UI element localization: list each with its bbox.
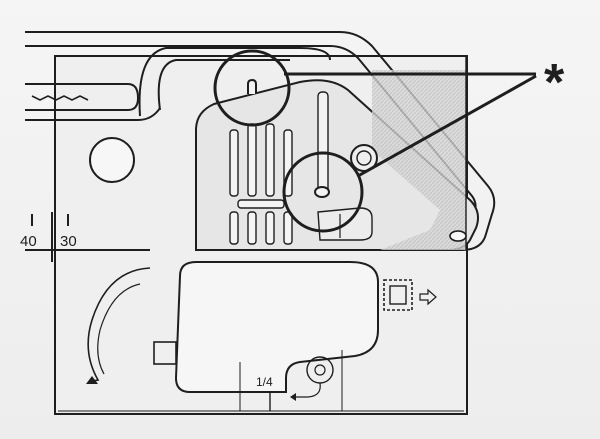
feed-dog-slot-2 <box>247 123 257 197</box>
scale-label-30: 30 <box>60 233 77 250</box>
needle-hole-slot <box>237 199 285 209</box>
release-button <box>383 279 413 311</box>
thread-arrow <box>86 376 98 384</box>
bobbin-thread-path <box>296 382 321 398</box>
feed-dog-slot-1 <box>229 129 239 197</box>
plate-end-hole <box>449 230 467 242</box>
feed-dog-slot-3 <box>265 123 275 197</box>
feed-dog-slot-6 <box>247 211 257 245</box>
top-screw <box>247 78 257 94</box>
needle-plate-shade <box>372 70 466 250</box>
arm-loop-inner <box>157 59 290 111</box>
callout-circles <box>213 49 364 233</box>
plate-side-slot <box>317 91 329 197</box>
callout-circle-top-screw <box>213 49 291 127</box>
rail-teeth-path <box>31 95 89 101</box>
feed-dog-slot-8 <box>283 211 293 245</box>
center-screw-slot <box>314 186 330 198</box>
feed-dog-slot-5 <box>229 211 239 245</box>
bobbin-area <box>86 261 437 411</box>
leader-line-center <box>357 74 537 178</box>
release-arrow <box>419 288 437 306</box>
bobbin-spool-inner <box>314 364 326 376</box>
arm-loop-outer <box>138 47 331 117</box>
quarter-mark-label: 1/4 <box>256 375 273 389</box>
rail-left-lower <box>25 107 161 121</box>
rail-outer <box>25 31 496 251</box>
bobbin-tab <box>153 341 177 365</box>
release-button-inner <box>389 285 407 305</box>
callout-circle-center-screw <box>282 151 364 233</box>
seam-scale <box>31 212 69 262</box>
plate-hole-large <box>89 137 135 183</box>
callout-star-marker: * <box>544 54 565 112</box>
plate-screw-right-inner <box>356 150 372 166</box>
scale-label-40: 40 <box>20 233 37 250</box>
rail-slot <box>25 83 140 111</box>
thread-guide-curve-inner <box>97 283 141 375</box>
highlighted-screws <box>247 78 330 198</box>
thread-guide-curve <box>87 267 151 383</box>
feed-dog-slot-7 <box>265 211 275 245</box>
leader-lines <box>284 72 537 178</box>
rail-teeth <box>31 95 89 101</box>
bobbin-thread-arrow <box>290 393 296 401</box>
bobbin-case-outline <box>174 261 379 393</box>
